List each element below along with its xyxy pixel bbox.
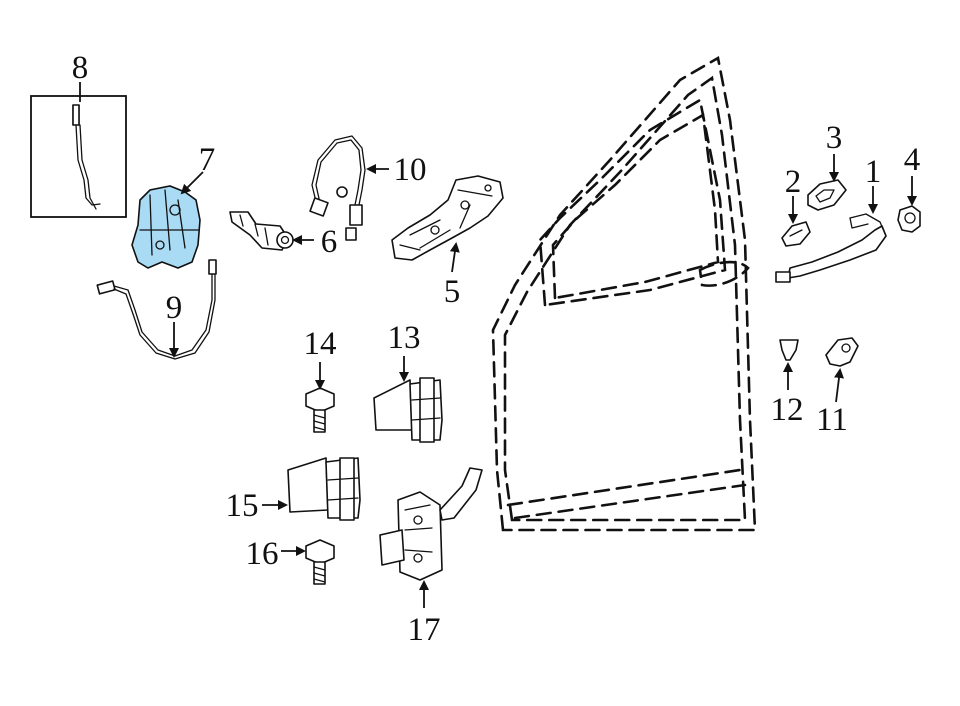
leader-lines <box>79 82 917 608</box>
part-17-door-check <box>379 467 483 581</box>
callout-15: 15 <box>226 488 259 524</box>
part-6-lock-cylinder <box>229 211 294 251</box>
part-9-lock-cable <box>96 259 217 360</box>
callout-13: 13 <box>388 320 421 356</box>
callout-9: 9 <box>166 290 183 326</box>
part-12-clip <box>779 339 799 361</box>
part-4-end-cap <box>897 205 921 233</box>
part-13-upper-hinge <box>373 377 443 443</box>
part-1-outside-handle <box>775 213 887 283</box>
callout-5: 5 <box>444 274 461 310</box>
door-shell-outline <box>491 55 757 532</box>
callout-11: 11 <box>816 402 848 438</box>
callout-2: 2 <box>785 164 802 200</box>
callout-12: 12 <box>771 392 804 428</box>
part-14-hinge-bolt <box>305 387 335 433</box>
callout-7: 7 <box>199 142 216 178</box>
callout-6: 6 <box>321 224 338 260</box>
callout-8: 8 <box>72 50 89 86</box>
part-2-handle-cap <box>781 221 811 247</box>
callout-14: 14 <box>304 326 337 362</box>
part-11-bracket <box>825 337 859 367</box>
callout-10: 10 <box>394 152 427 188</box>
part-8-lock-rod-inset <box>30 95 127 218</box>
part-3-handle-gasket <box>807 179 847 211</box>
callout-4: 4 <box>904 142 921 178</box>
part-10-outside-handle-cable <box>309 135 366 241</box>
part-16-hinge-bolt <box>305 539 335 585</box>
part-7-door-lock-actuator <box>131 185 201 269</box>
part-5-handle-carrier <box>391 175 504 261</box>
callout-17: 17 <box>408 612 441 648</box>
callout-3: 3 <box>826 120 843 156</box>
part-15-lower-hinge <box>287 457 361 521</box>
callout-1: 1 <box>865 154 882 190</box>
callout-labels: 8 7 9 10 6 5 3 2 1 4 12 11 14 13 15 16 1… <box>72 50 921 648</box>
callout-16: 16 <box>246 536 279 572</box>
